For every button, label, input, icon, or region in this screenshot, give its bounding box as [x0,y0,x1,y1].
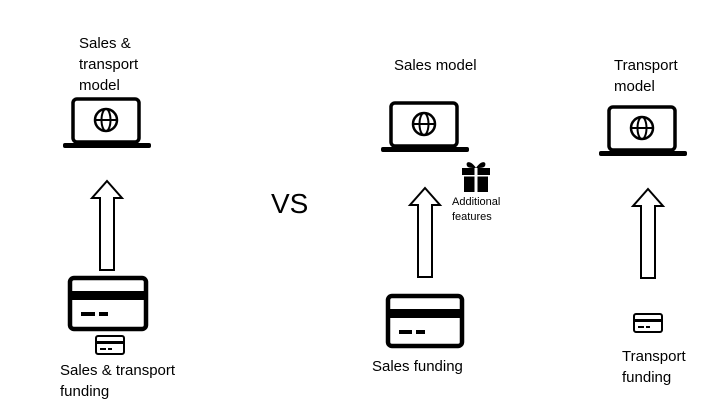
sales-model-label: Sales model [394,57,477,74]
laptop-globe-icon [381,101,469,152]
additional-features-label: Additional features [452,196,501,223]
transport-model-label: Transport model [614,57,678,95]
up-arrow-icon [407,186,443,278]
combined-model-label: Sales & transport model [79,35,139,94]
credit-card-icon [385,293,465,349]
credit-card-small-icon [633,313,663,333]
laptop-globe-icon [599,105,687,156]
credit-card-icon [67,275,149,332]
combined-funding-label: Sales & transport funding [60,362,176,400]
versus-label: VS [271,188,309,219]
sales-funding-label: Sales funding [372,358,463,375]
gift-icon [462,162,490,192]
transport-funding-label: Transport funding [622,348,686,386]
laptop-globe-icon [63,97,151,148]
credit-card-small-icon [95,335,125,355]
up-arrow-icon [89,179,125,271]
up-arrow-icon [630,187,666,279]
